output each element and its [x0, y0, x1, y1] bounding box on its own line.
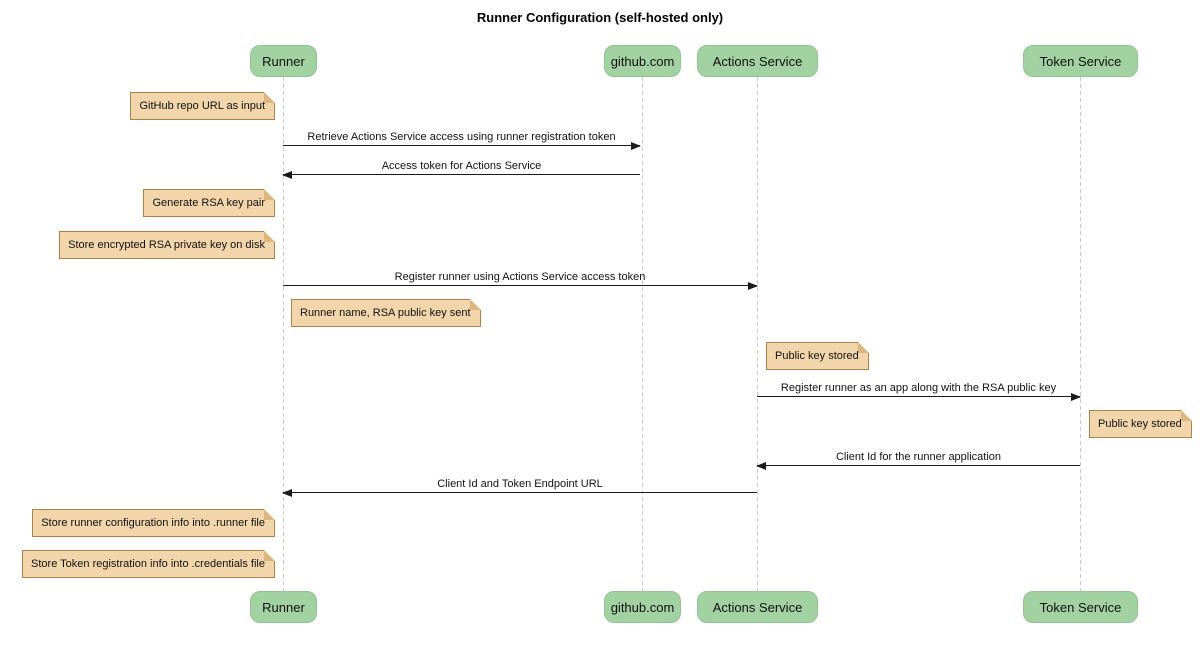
arrowhead-right-icon	[1071, 393, 1081, 401]
arrowhead-right-icon	[748, 282, 758, 290]
message-label: Retrieve Actions Service access using ru…	[307, 131, 616, 143]
participant-github-top: github.com	[604, 45, 681, 77]
participant-token-service-bottom: Token Service	[1023, 591, 1138, 623]
message-client-id-endpoint-url: Client Id and Token Endpoint URL	[282, 477, 757, 497]
note-repo-url-input: GitHub repo URL as input	[130, 92, 275, 120]
lifeline-actions-service	[757, 77, 758, 591]
note-runner-name-sent: Runner name, RSA public key sent	[291, 299, 481, 327]
participant-label: Token Service	[1039, 599, 1122, 615]
participant-runner-top: Runner	[250, 45, 317, 77]
message-access-token: Access token for Actions Service	[282, 159, 640, 179]
message-retrieve-actions-access: Retrieve Actions Service access using ru…	[283, 130, 641, 150]
participant-token-service-top: Token Service	[1023, 45, 1138, 77]
message-label: Register runner using Actions Service ac…	[394, 271, 646, 283]
message-client-id-for-app: Client Id for the runner application	[756, 450, 1080, 470]
message-label: Access token for Actions Service	[381, 160, 542, 172]
arrowhead-left-icon	[756, 462, 766, 470]
participant-label: Runner	[262, 53, 305, 69]
message-label: Client Id for the runner application	[835, 451, 1002, 463]
message-label: Client Id and Token Endpoint URL	[437, 478, 603, 490]
note-store-credentials-file: Store Token registration info into .cred…	[22, 550, 275, 578]
participant-label: Actions Service	[712, 599, 803, 615]
arrowhead-left-icon	[282, 489, 292, 497]
note-public-key-stored-actions: Public key stored	[766, 342, 869, 370]
participant-label: Token Service	[1039, 53, 1122, 69]
note-store-runner-file: Store runner configuration info into .ru…	[32, 509, 275, 537]
message-register-runner-as-app: Register runner as an app along with the…	[757, 381, 1081, 401]
participant-label: github.com	[610, 53, 675, 69]
arrowhead-right-icon	[631, 142, 641, 150]
lifeline-github	[642, 77, 643, 591]
participant-actions-service-bottom: Actions Service	[697, 591, 818, 623]
note-generate-rsa-key: Generate RSA key pair	[143, 189, 275, 217]
note-store-private-key: Store encrypted RSA private key on disk	[59, 231, 275, 259]
participant-label: Actions Service	[712, 53, 803, 69]
participant-actions-service-top: Actions Service	[697, 45, 818, 77]
note-public-key-stored-token: Public key stored	[1089, 410, 1192, 438]
lifeline-runner	[283, 77, 284, 591]
participant-github-bottom: github.com	[604, 591, 681, 623]
participant-label: github.com	[610, 599, 675, 615]
message-register-runner: Register runner using Actions Service ac…	[283, 270, 758, 290]
diagram-title: Runner Configuration (self-hosted only)	[476, 10, 724, 25]
arrowhead-left-icon	[282, 171, 292, 179]
participant-label: Runner	[262, 599, 305, 615]
participant-runner-bottom: Runner	[250, 591, 317, 623]
lifeline-token-service	[1080, 77, 1081, 591]
message-label: Register runner as an app along with the…	[780, 382, 1057, 394]
